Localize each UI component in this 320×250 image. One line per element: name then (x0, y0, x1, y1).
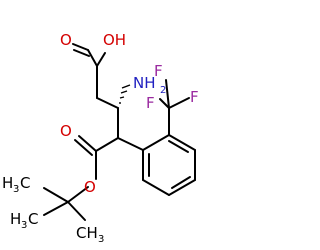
ring-b2 (142, 179, 170, 196)
hash-4 (121, 84, 131, 89)
methyl-bottom-sub: 3 (21, 220, 27, 231)
oxygen-carbonyl-top: O (60, 31, 72, 49)
bond-tbu-me3 (67, 201, 86, 221)
bond-tbu-me1 (43, 187, 69, 203)
stereo-hash-wedge (119, 84, 131, 104)
bond-tbu-me2 (43, 201, 69, 216)
hash-2 (119, 96, 125, 99)
bond-cb-aryl (117, 137, 144, 151)
amino-subscript: 2 (160, 85, 166, 96)
bond-cooh-c-o-b (73, 49, 90, 57)
methyl-top-c: C (20, 174, 30, 192)
hash-3 (120, 90, 128, 94)
structure-svg: O OH NH 2 F F F O O H 3 C H 3 C CH 3 (2, 31, 199, 245)
bond-cooh-c-o-a (72, 43, 89, 51)
hydroxyl-label: OH (103, 31, 126, 49)
fluorine-2: F (146, 94, 155, 112)
methyl-right-ch: CH (76, 224, 98, 242)
bond-ester-co-b (74, 139, 93, 156)
bond-cf3-f3 (168, 97, 190, 109)
methyl-right-sub: 3 (98, 234, 104, 245)
ring-d2 (171, 176, 191, 189)
bond-layer (43, 43, 196, 221)
bond-ch2-ca (96, 97, 119, 109)
methyl-bottom-c: C (28, 210, 38, 228)
amino-label: NH (133, 74, 156, 92)
fluorine-1: F (154, 62, 163, 80)
ring-b6 (142, 134, 170, 151)
bond-cf3-f2 (159, 98, 170, 109)
ring-b5 (168, 134, 196, 151)
methyl-top-h: H (2, 174, 13, 192)
ring-d3 (168, 140, 189, 153)
bond-o-tbu (67, 186, 89, 203)
bond-cf3-f1 (165, 79, 170, 109)
molecule-structure: O OH NH 2 F F F O O H 3 C H 3 C CH 3 (2, 31, 199, 245)
methyl-bottom-h: H (10, 210, 21, 228)
bond-cooh-c-oh (87, 49, 98, 67)
ring-b3 (168, 179, 196, 196)
oxygen-ester: O (84, 178, 96, 196)
fluorine-3: F (190, 88, 199, 106)
bond-cb-ester (95, 137, 119, 152)
methyl-top-sub: 3 (13, 184, 19, 195)
bond-cooh-c-oh-2 (96, 52, 106, 67)
oxygen-carbonyl-bottom: O (60, 122, 72, 140)
bond-ester-co-a (78, 135, 97, 152)
